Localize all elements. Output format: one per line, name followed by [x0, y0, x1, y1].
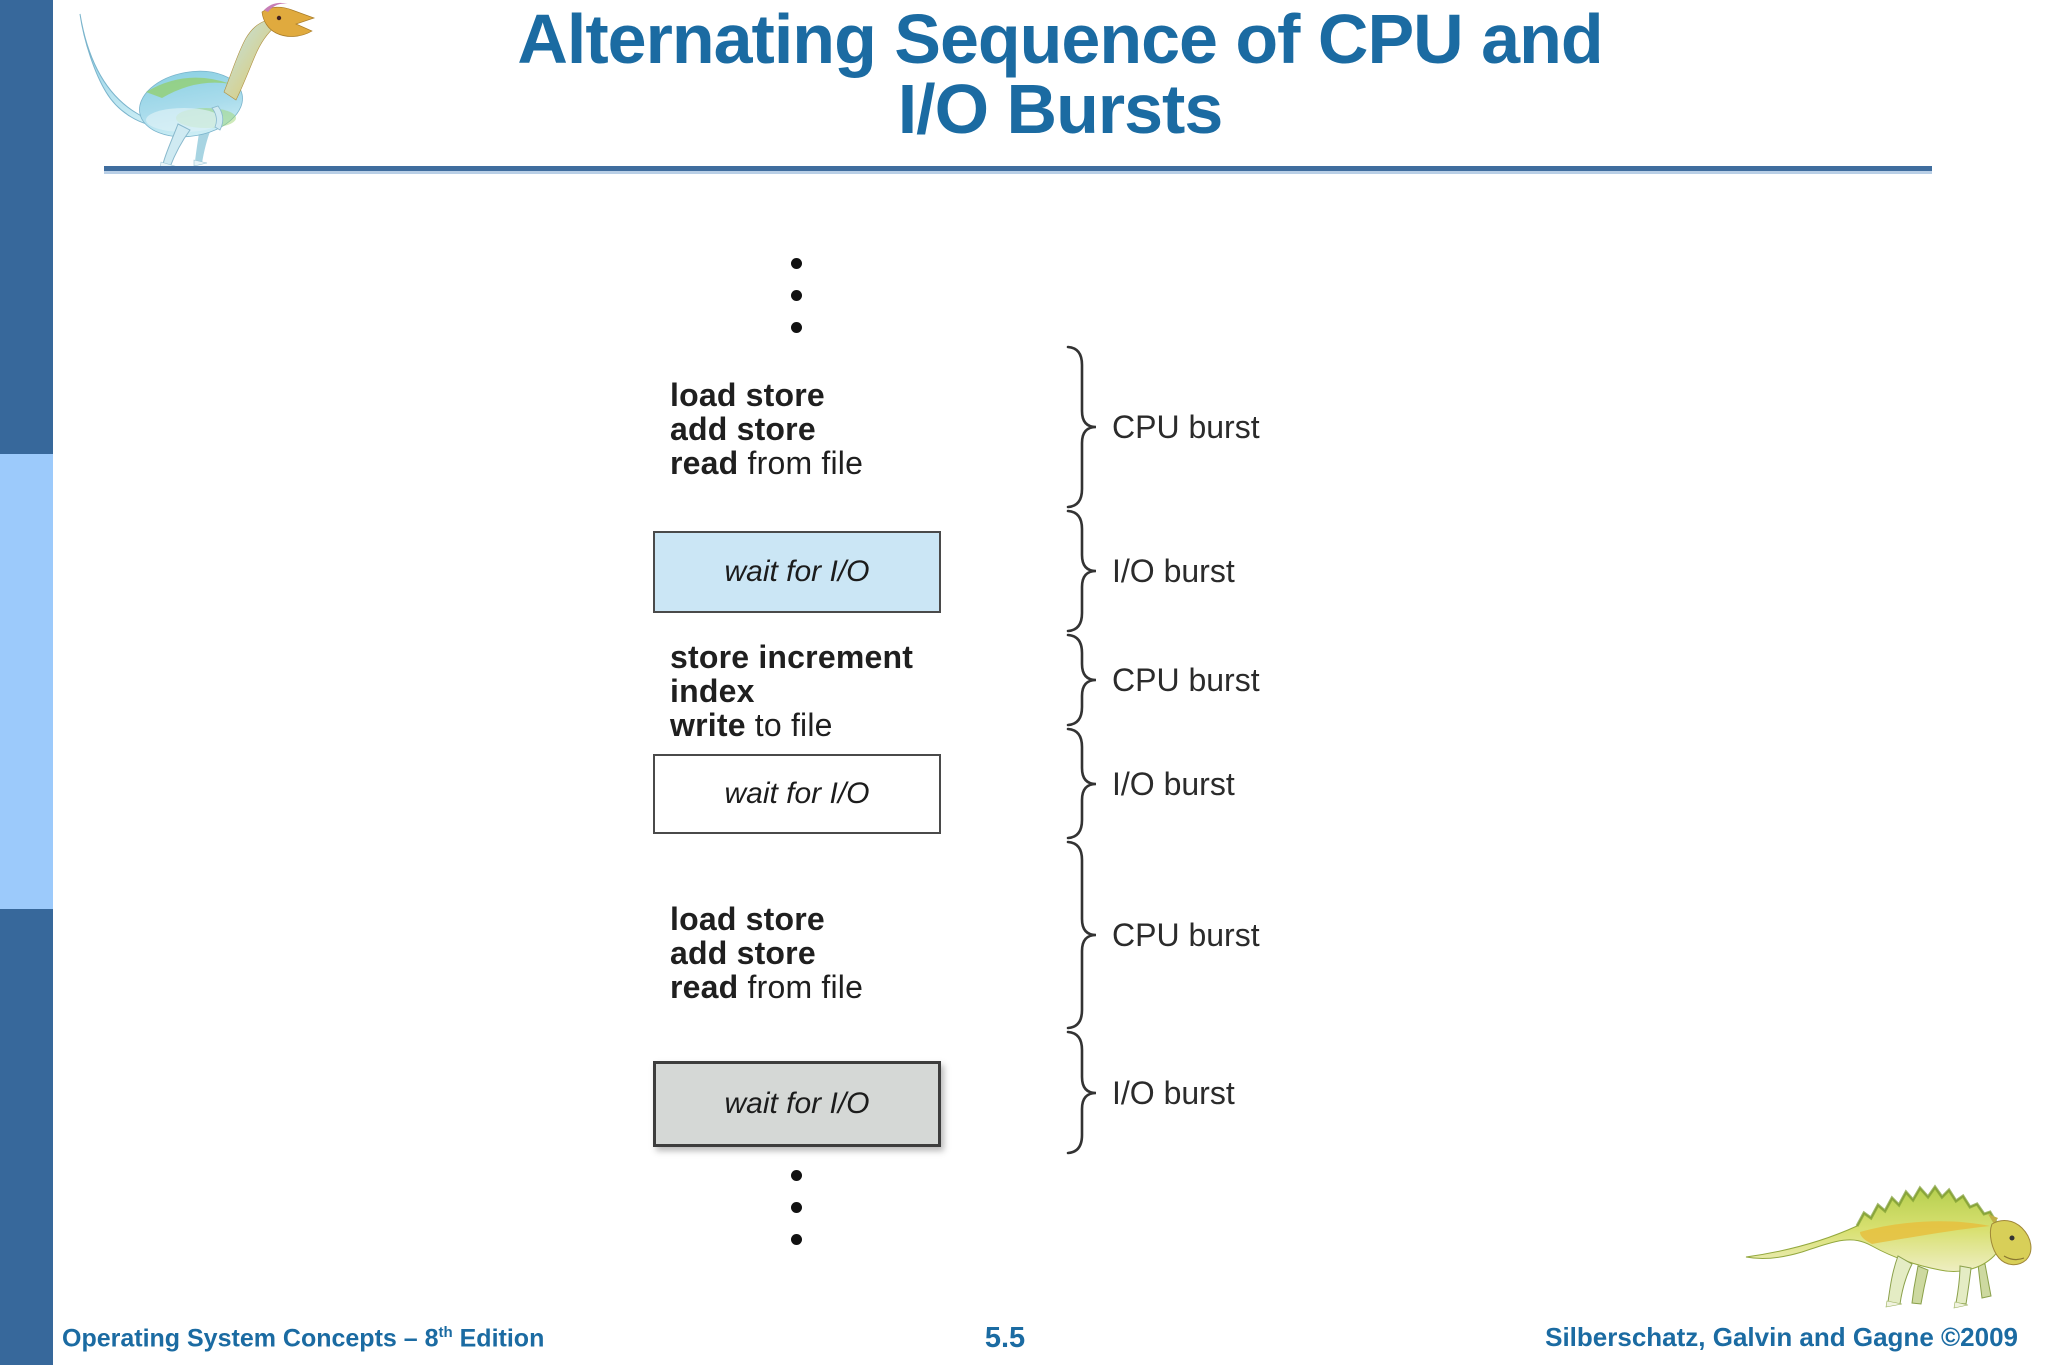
- code-line: read from file: [670, 445, 864, 481]
- brace-icon: [1066, 509, 1097, 633]
- brace-icon: [1066, 1030, 1097, 1155]
- code-line: index: [670, 673, 755, 709]
- footer-authors: Silberschatz, Galvin and Gagne ©2009: [1545, 1322, 2018, 1352]
- burst-label-io-2: I/O burst: [1112, 766, 1235, 802]
- code-line: read from file: [670, 969, 864, 1005]
- wait-box-label: wait for I/O: [724, 1087, 870, 1120]
- wait-box-label: wait for I/O: [724, 777, 870, 810]
- dot-icon: [791, 1170, 802, 1181]
- sidebar: [0, 0, 53, 1365]
- brace-icons: [1066, 345, 1097, 1155]
- dot-icon: [791, 290, 802, 301]
- brace-icon: [1066, 633, 1097, 727]
- sidebar-top-segment: [0, 0, 53, 454]
- title-underline: [104, 166, 1932, 171]
- wait-box-3: wait for I/O: [653, 1061, 941, 1147]
- title-line-2: I/O Bursts: [897, 70, 1224, 148]
- dot-icon: [791, 1202, 802, 1213]
- burst-label-cpu-3: CPU burst: [1112, 917, 1260, 953]
- title-line-1: Alternating Sequence of CPU and: [517, 0, 1603, 78]
- brace-icon: [1066, 727, 1097, 840]
- code-line: store increment: [670, 639, 914, 675]
- dinosaur-logo-bottom-right-icon: [1745, 1184, 2032, 1309]
- code-block-1: load store add store read from file: [670, 378, 863, 480]
- burst-label-io-1: I/O burst: [1112, 553, 1235, 589]
- footer-book-title: Operating System Concepts – 8th Edition: [62, 1324, 545, 1353]
- burst-label-cpu-2: CPU burst: [1112, 662, 1260, 698]
- brace-icon: [1066, 840, 1097, 1030]
- burst-label-io-3: I/O burst: [1112, 1075, 1235, 1111]
- dot-icon: [791, 322, 802, 333]
- brace-icon: [1066, 345, 1097, 509]
- wait-box-1: wait for I/O: [653, 531, 941, 613]
- footer-edition-superscript: th: [438, 1324, 453, 1341]
- code-line: write to file: [670, 707, 833, 743]
- wait-box-label: wait for I/O: [724, 555, 870, 588]
- page-number: 5.5: [984, 1322, 1026, 1354]
- dinosaur-logo-top-left-icon: [79, 2, 316, 171]
- sidebar-bottom-segment: [0, 909, 53, 1365]
- wait-box-2: wait for I/O: [653, 754, 941, 834]
- code-block-2: store increment index write to file: [670, 640, 913, 742]
- dot-icon: [791, 1234, 802, 1245]
- burst-label-cpu-1: CPU burst: [1112, 409, 1260, 445]
- code-block-3: load store add store read from file: [670, 902, 863, 1004]
- code-line: add store: [670, 411, 816, 447]
- ellipsis-dots-bottom: [791, 1170, 802, 1245]
- sidebar-middle-segment: [0, 454, 53, 909]
- ellipsis-dots-top: [791, 258, 802, 333]
- code-line: add store: [670, 935, 816, 971]
- dot-icon: [791, 258, 802, 269]
- code-line: load store: [670, 901, 825, 937]
- page-title: Alternating Sequence of CPU and I/O Burs…: [300, 4, 1820, 144]
- code-line: load store: [670, 377, 825, 413]
